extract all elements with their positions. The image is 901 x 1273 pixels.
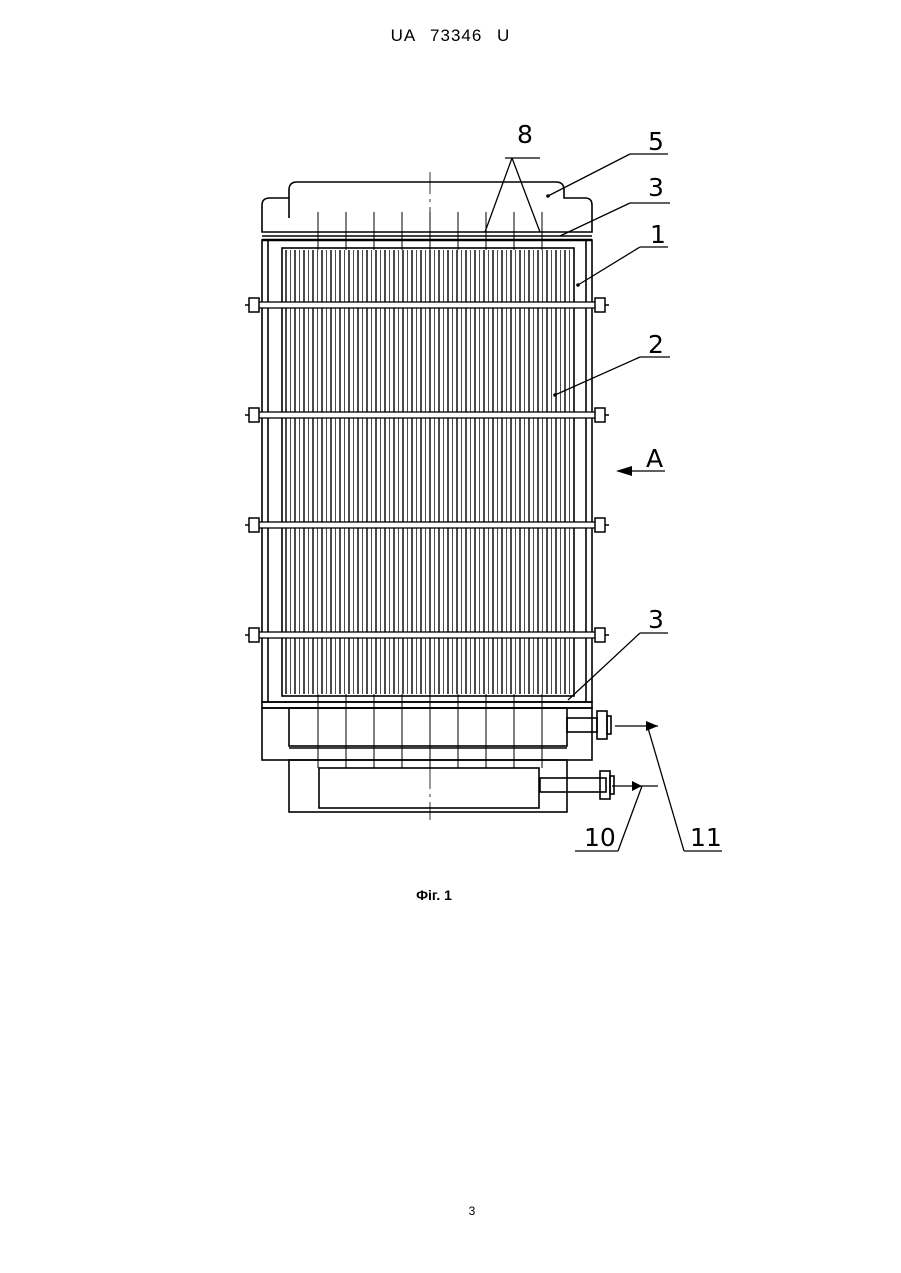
- callout-3-top: 3: [648, 173, 664, 202]
- callout-8: 8: [517, 120, 533, 149]
- callout-11: 11: [690, 823, 722, 852]
- figure-caption: Фіг. 1: [0, 887, 868, 903]
- callout-a: A: [646, 444, 663, 473]
- callout-2: 2: [648, 330, 664, 359]
- page-number: 3: [0, 1204, 901, 1218]
- outlet-pipe-lower: [540, 778, 606, 792]
- tube-bundle: [286, 212, 570, 768]
- callout-3-bottom: 3: [648, 605, 664, 634]
- callout-1: 1: [650, 220, 666, 249]
- callout-5: 5: [648, 127, 664, 156]
- callout-10: 10: [584, 823, 616, 852]
